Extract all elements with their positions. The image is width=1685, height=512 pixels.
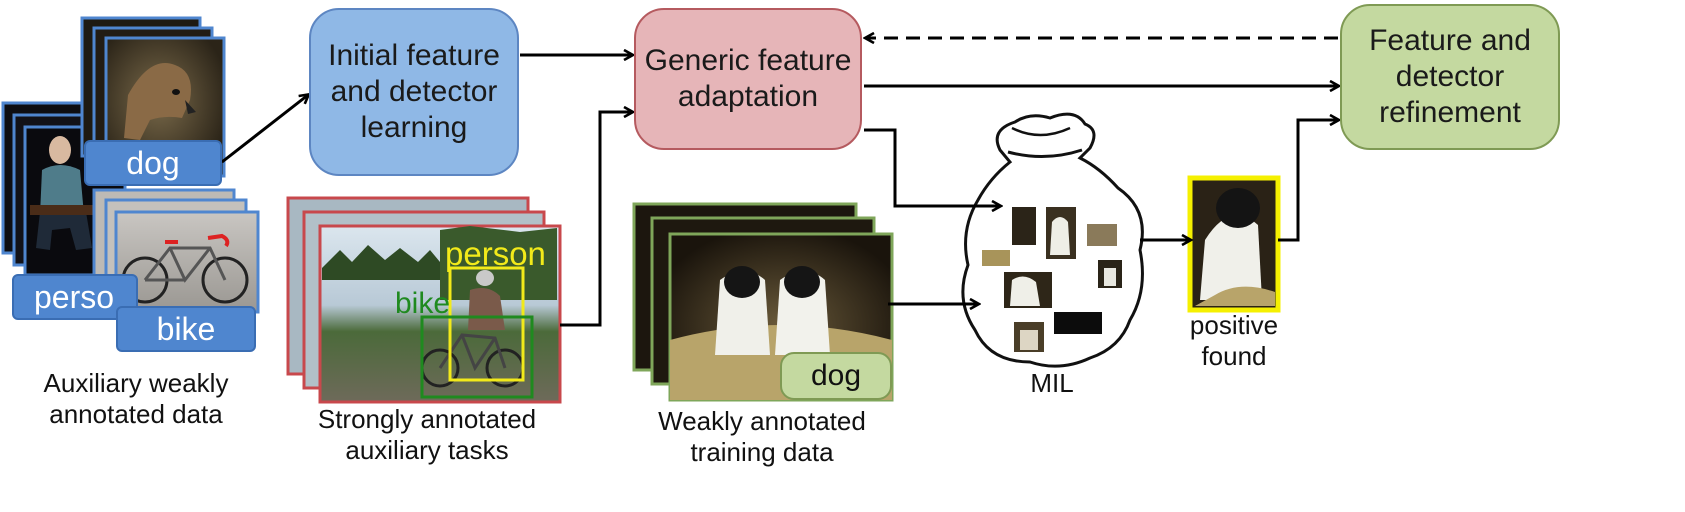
mil-bag	[961, 112, 1144, 368]
initial-feature-detector-box: Initial feature and detector learning	[309, 8, 519, 176]
bbox-label-person: person	[445, 235, 546, 272]
arrow-strong-to-generic	[560, 112, 632, 327]
caption-positive-found: positive found	[1189, 310, 1279, 371]
generic-box-label: Generic feature adaptation	[644, 44, 852, 113]
bbox-label-bike: bike	[395, 287, 450, 320]
caption-weak-train: Weakly annotated training data	[658, 406, 866, 467]
bbox-bike	[420, 315, 534, 399]
tag-weak-dog: dog	[780, 352, 892, 400]
initial-box-label: Initial feature and detector learning	[328, 39, 500, 144]
tag-person: perso	[12, 274, 138, 320]
arrow-generic-to-mil	[864, 128, 1000, 206]
aux-weak-image-stacks	[1, 16, 260, 314]
generic-feature-adaptation-box: Generic feature adaptation	[634, 8, 862, 150]
weak-training-stack	[632, 202, 894, 402]
arrow-positive-to-refine	[1278, 120, 1338, 242]
positive-found-image	[1187, 175, 1281, 313]
caption-mil: MIL	[1030, 368, 1074, 398]
bbox-person	[448, 266, 525, 382]
strong-annotated-stack	[286, 196, 562, 404]
tag-dog: dog	[84, 140, 222, 186]
arrow-aux-to-initial	[221, 95, 308, 164]
tag-bike: bike	[116, 306, 256, 352]
refine-box-label: Feature and detector refinement	[1369, 24, 1531, 129]
caption-aux-weak: Auxiliary weakly annotated data	[43, 368, 229, 429]
bounding-boxes: person bike	[395, 235, 546, 399]
caption-strong: Strongly annotated auxiliary tasks	[317, 404, 537, 465]
feature-detector-refinement-box: Feature and detector refinement	[1340, 4, 1560, 150]
arrows	[221, 38, 1338, 327]
